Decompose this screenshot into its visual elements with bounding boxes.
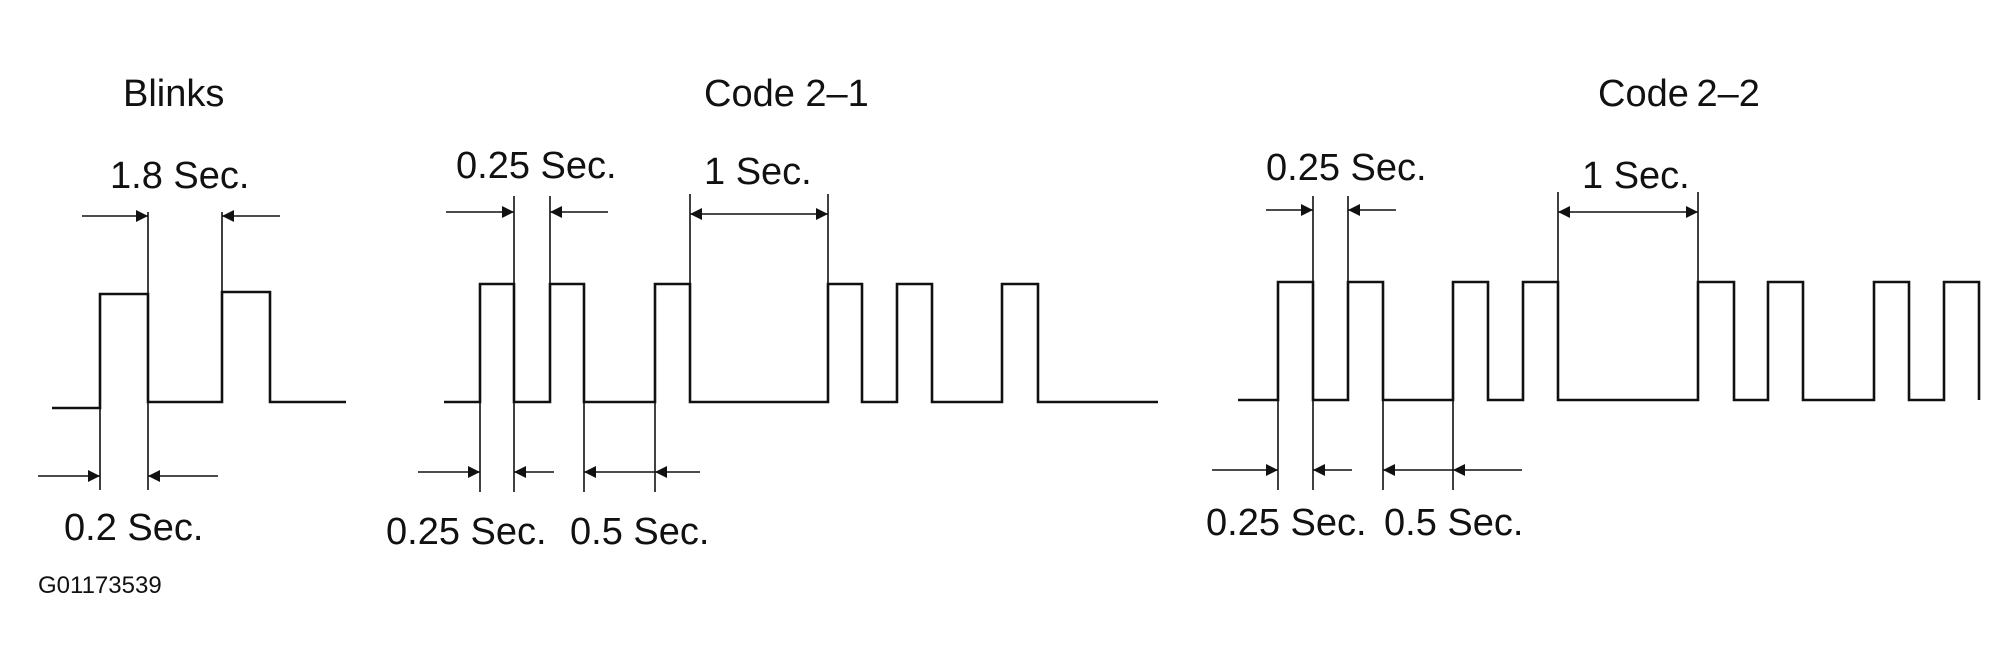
figure-id: G01173539 (38, 572, 162, 599)
blinks-waveform (52, 290, 346, 410)
code-21-gap-label: 1 Sec. (704, 151, 812, 193)
code-22-gap-label: 1 Sec. (1582, 155, 1690, 197)
code-21-bottom-long-label: 0.5 Sec. (570, 511, 709, 553)
blinks-bottom-label: 0.2 Sec. (64, 507, 203, 549)
blinks-top-label: 1.8 Sec. (110, 155, 249, 197)
code-21-waveform (444, 282, 1158, 404)
code-22-bottom-long-label: 0.5 Sec. (1384, 502, 1523, 544)
blinks-panel: Blinks 1.8 Sec. 0.2 Sec. (38, 73, 346, 549)
code-21-title: Code 2–1 (704, 73, 869, 115)
code-22-waveform (1238, 280, 1981, 402)
code-22-title: Code 2–2 (1598, 73, 1760, 115)
code-22-pulse-label: 0.25 Sec. (1266, 147, 1427, 189)
code-22-panel: Code 2–2 0.25 Sec. 1 Sec. 0.25 Sec. 0.5 … (1206, 73, 1981, 544)
code-21-bottom-short-label: 0.25 Sec. (386, 511, 547, 553)
blinks-title: Blinks (123, 73, 224, 115)
code-22-bottom-short-label: 0.25 Sec. (1206, 502, 1367, 544)
code-21-pulse-label: 0.25 Sec. (456, 145, 617, 187)
code-21-panel: Code 2–1 0.25 Sec. 1 Sec. 0.25 Sec. 0.5 … (386, 73, 1158, 553)
